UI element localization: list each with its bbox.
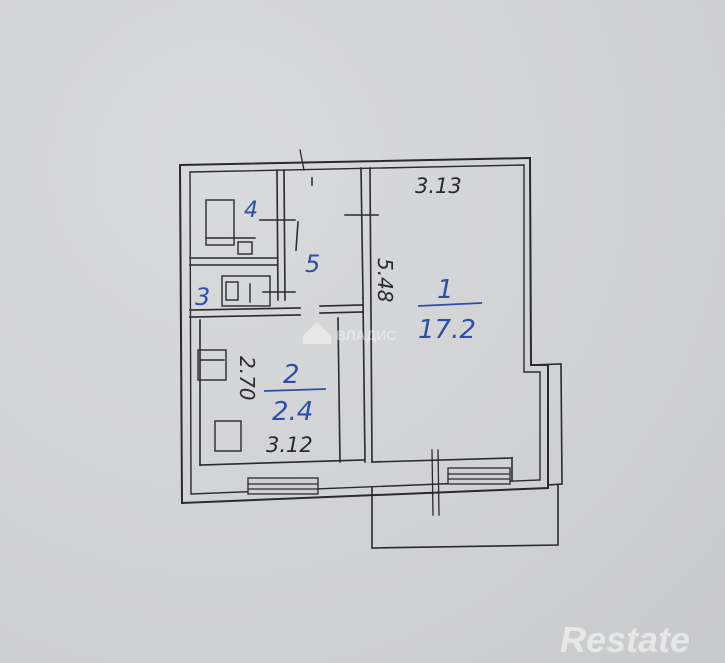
room-1-fraction-line	[417, 302, 483, 307]
wc-fixture	[221, 275, 271, 307]
room-5-number: 5	[305, 250, 320, 278]
dimension-room1-height: 5.48	[373, 258, 397, 303]
dimension-room2-height: 2.70	[235, 356, 259, 401]
room-1-area: 17.2	[418, 315, 476, 345]
room-3-number: 3	[195, 283, 210, 311]
room-2-number: 2	[283, 360, 300, 390]
balcony-outline	[371, 484, 559, 549]
room-4-number: 4	[244, 198, 258, 223]
dimension-top-width: 3.13	[415, 174, 462, 198]
house-logo-icon	[303, 322, 331, 344]
center-watermark: ВЛАДИС	[303, 322, 396, 344]
room-2-fraction-line	[263, 388, 327, 392]
kitchen-fixtures	[197, 349, 242, 452]
interior-walls	[189, 167, 513, 481]
room-1-number: 1	[437, 275, 454, 305]
room-2-area: 2.4	[272, 397, 313, 427]
corner-watermark-text: Restate	[560, 619, 690, 660]
windows	[247, 149, 511, 516]
dimension-bottom-width: 3.12	[266, 433, 313, 457]
door-marks	[259, 177, 379, 293]
bath-fixture	[205, 199, 256, 255]
center-watermark-text: ВЛАДИС	[336, 327, 396, 343]
